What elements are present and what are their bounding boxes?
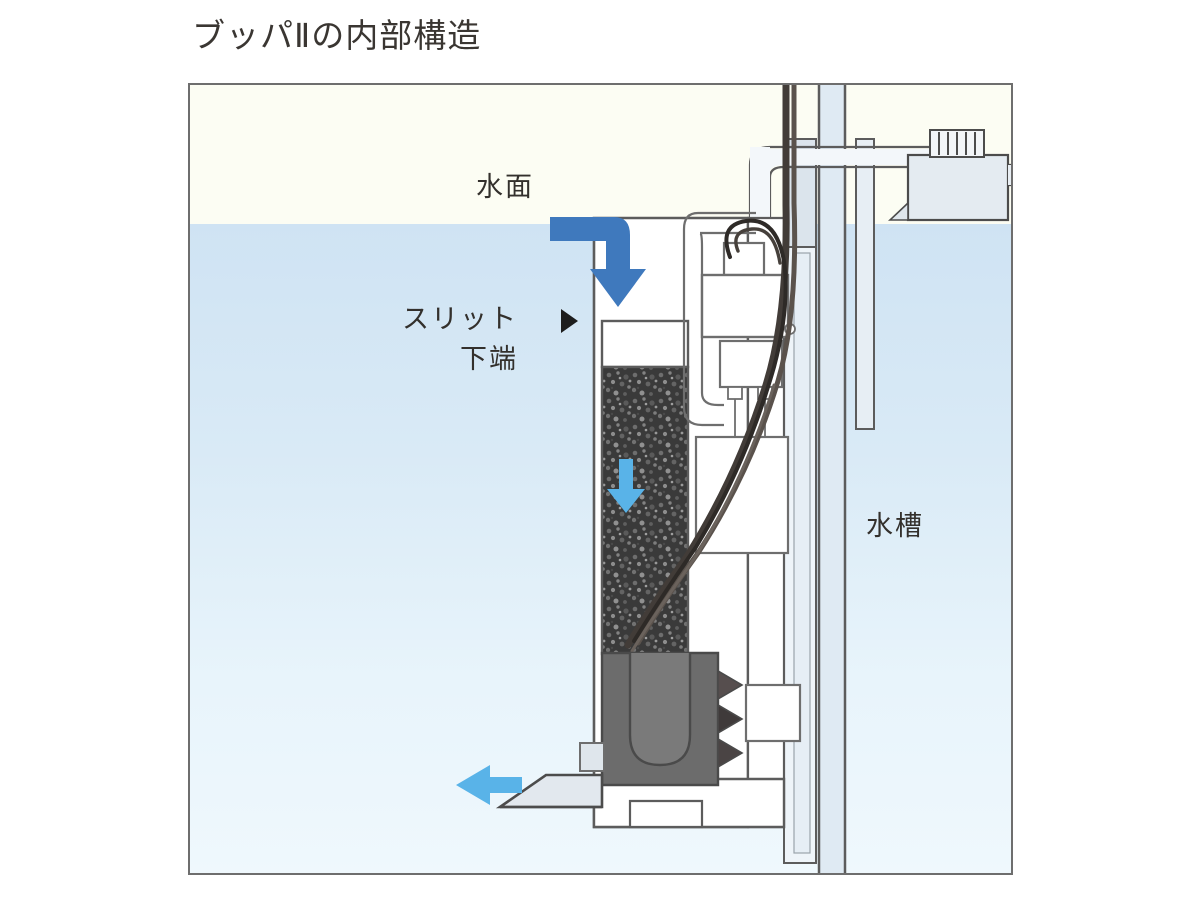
wire-bundle	[624, 85, 798, 653]
arrow-down-elbow-icon	[550, 217, 646, 307]
triangle-right-icon	[561, 309, 578, 333]
page-title: ブッパⅡの内部構造	[192, 16, 482, 55]
filter-media-chamber	[600, 319, 690, 656]
label-slit-bottom: スリット 下端	[402, 300, 518, 380]
internal-structure-illustration	[456, 85, 1011, 873]
arrow-down-icon	[607, 459, 645, 513]
tank-mount-bracket	[783, 138, 875, 864]
arrow-left-icon	[456, 765, 522, 805]
outflow-nozzle	[495, 773, 604, 809]
diagram-frame: 水面 スリット 下端 水槽	[188, 83, 1013, 875]
tank-glass-wall	[817, 85, 847, 873]
label-slit-line1: スリット	[402, 304, 518, 335]
label-tank: 水槽	[866, 511, 924, 542]
label-water-surface: 水面	[476, 172, 534, 203]
pump-assembly	[579, 651, 802, 787]
label-slit-line2: 下端	[460, 344, 518, 375]
